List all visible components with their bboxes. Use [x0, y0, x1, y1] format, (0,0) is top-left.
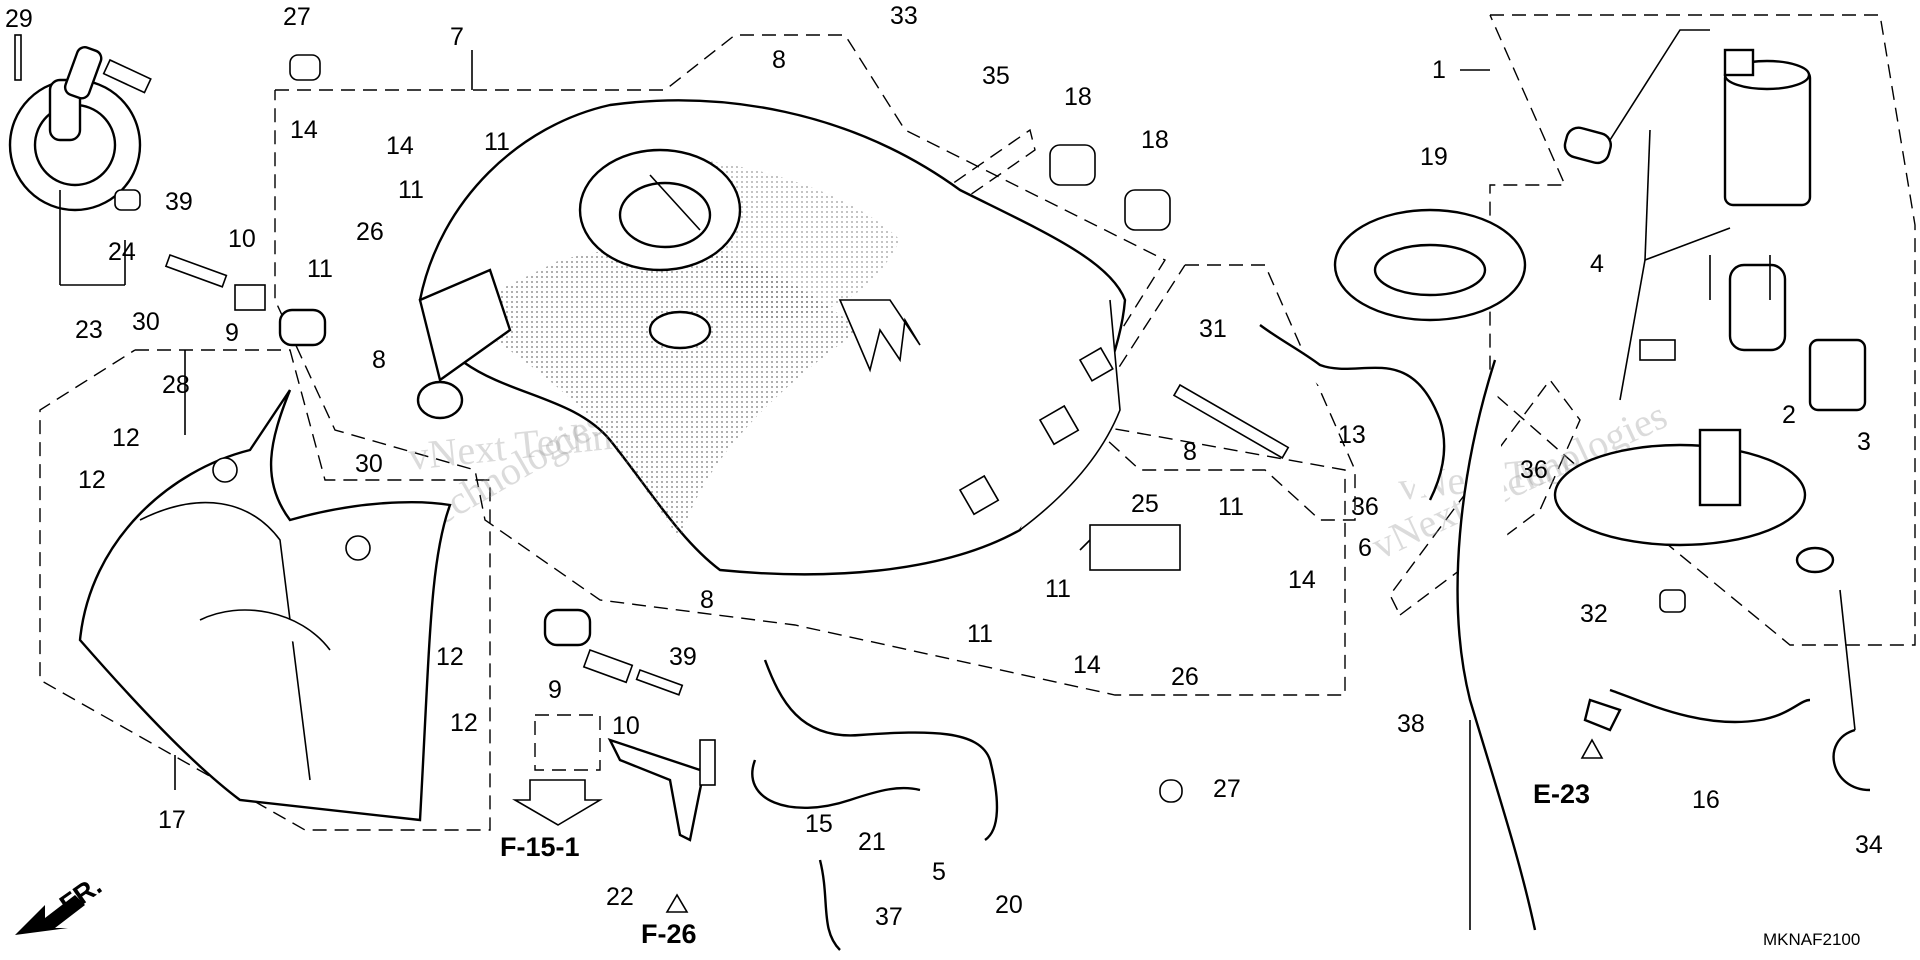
arrow-down-icon: [665, 893, 689, 913]
callout-16: 16: [1692, 786, 1720, 814]
front-direction-indicator: FR.: [15, 870, 107, 935]
fuel-tank-part: [416, 99, 1127, 576]
fuel-cap-part: [8, 34, 152, 212]
callout-20: 20: [995, 891, 1023, 919]
callout-18b: 18: [1141, 126, 1169, 154]
callout-26a: 26: [356, 218, 384, 246]
callout-39a: 39: [165, 188, 193, 216]
arrow-up-icon: [1580, 738, 1604, 759]
diagram-code: MKNAF2100: [1763, 930, 1860, 949]
callout-11c: 11: [307, 255, 333, 283]
callout-12d: 12: [450, 709, 478, 737]
callout-18a: 18: [1064, 83, 1092, 111]
arrow-down-icon: [512, 779, 603, 826]
callout-6: 6: [1358, 534, 1372, 562]
fuel-pump-part: [1553, 29, 1867, 574]
callout-35: 35: [982, 62, 1010, 90]
callout-27b: 27: [1213, 775, 1241, 803]
callout-21: 21: [858, 828, 886, 856]
callout-23: 23: [75, 316, 103, 344]
pump-mat-part: [1333, 208, 1527, 322]
callout-25: 25: [1131, 490, 1159, 518]
callout-19: 19: [1420, 143, 1448, 171]
callout-8d: 8: [700, 586, 714, 614]
callout-11d: 11: [1218, 493, 1244, 521]
callout-labels: 1 2 3 4 5 6 7 8 8 8 8 9 9 10 10 11 11 11…: [5, 2, 1883, 931]
callout-5: 5: [932, 858, 946, 886]
group-outline-36: [1389, 378, 1581, 616]
callout-14b: 14: [386, 132, 414, 160]
group-outline-31: [1084, 264, 1356, 521]
callout-10a: 10: [228, 225, 256, 253]
callout-13: 13: [1338, 421, 1366, 449]
side-cover-part: [78, 389, 452, 822]
group-outline-22: [534, 714, 601, 771]
callout-22: 22: [606, 883, 634, 911]
callout-1: 1: [1432, 56, 1446, 84]
callout-36a: 36: [1520, 456, 1548, 484]
callout-12b: 12: [78, 466, 106, 494]
callout-15: 15: [805, 810, 833, 838]
callout-8c: 8: [1183, 438, 1197, 466]
callout-17: 17: [158, 806, 186, 834]
callout-11b: 11: [398, 176, 424, 204]
callout-12c: 12: [436, 643, 464, 671]
callout-33: 33: [890, 2, 918, 30]
reference-f-15-1: F-15-1: [500, 832, 580, 862]
callout-38: 38: [1397, 710, 1425, 738]
callout-32: 32: [1580, 600, 1608, 628]
callout-29: 29: [5, 5, 33, 33]
callout-37: 37: [875, 903, 903, 931]
honda-wing-logo-icon: [838, 299, 921, 373]
callout-7: 7: [450, 23, 464, 51]
callout-34: 34: [1855, 831, 1883, 859]
callout-24: 24: [108, 238, 136, 266]
callout-12a: 12: [112, 424, 140, 452]
leader-lines: [59, 50, 1856, 930]
callout-26b: 26: [1171, 663, 1199, 691]
callout-27a: 27: [283, 3, 311, 31]
callout-30a: 30: [132, 308, 160, 336]
callout-28: 28: [162, 371, 190, 399]
group-outline-7: [274, 34, 1346, 696]
callout-9a: 9: [225, 319, 239, 347]
callout-30b: 30: [355, 450, 383, 478]
callout-3: 3: [1857, 428, 1871, 456]
callout-10b: 10: [612, 712, 640, 740]
hoses-part: [751, 324, 1811, 951]
callout-36b: 36: [1351, 493, 1379, 521]
group-outline-17: [39, 349, 491, 831]
reference-e-23: E-23: [1533, 779, 1590, 809]
callout-2: 2: [1782, 401, 1796, 429]
callout-39b: 39: [669, 643, 697, 671]
callout-14a: 14: [290, 116, 318, 144]
callout-11a: 11: [484, 128, 510, 156]
callout-8a: 8: [772, 46, 786, 74]
small-parts: [114, 54, 1871, 842]
front-arrow-icon: [15, 895, 85, 935]
callout-14d: 14: [1073, 651, 1101, 679]
callout-14c: 14: [1288, 566, 1316, 594]
callout-4: 4: [1590, 250, 1604, 278]
group-outline-11: [899, 128, 1036, 241]
callout-9b: 9: [548, 676, 562, 704]
callout-8b: 8: [372, 346, 386, 374]
callout-11e: 11: [1045, 575, 1071, 603]
reference-labels: E-23 F-15-1 F-26: [500, 738, 1604, 949]
reference-f-26: F-26: [641, 919, 697, 949]
group-outline-1: [1489, 14, 1916, 646]
callout-31: 31: [1199, 315, 1227, 343]
callout-11f: 11: [967, 620, 993, 648]
